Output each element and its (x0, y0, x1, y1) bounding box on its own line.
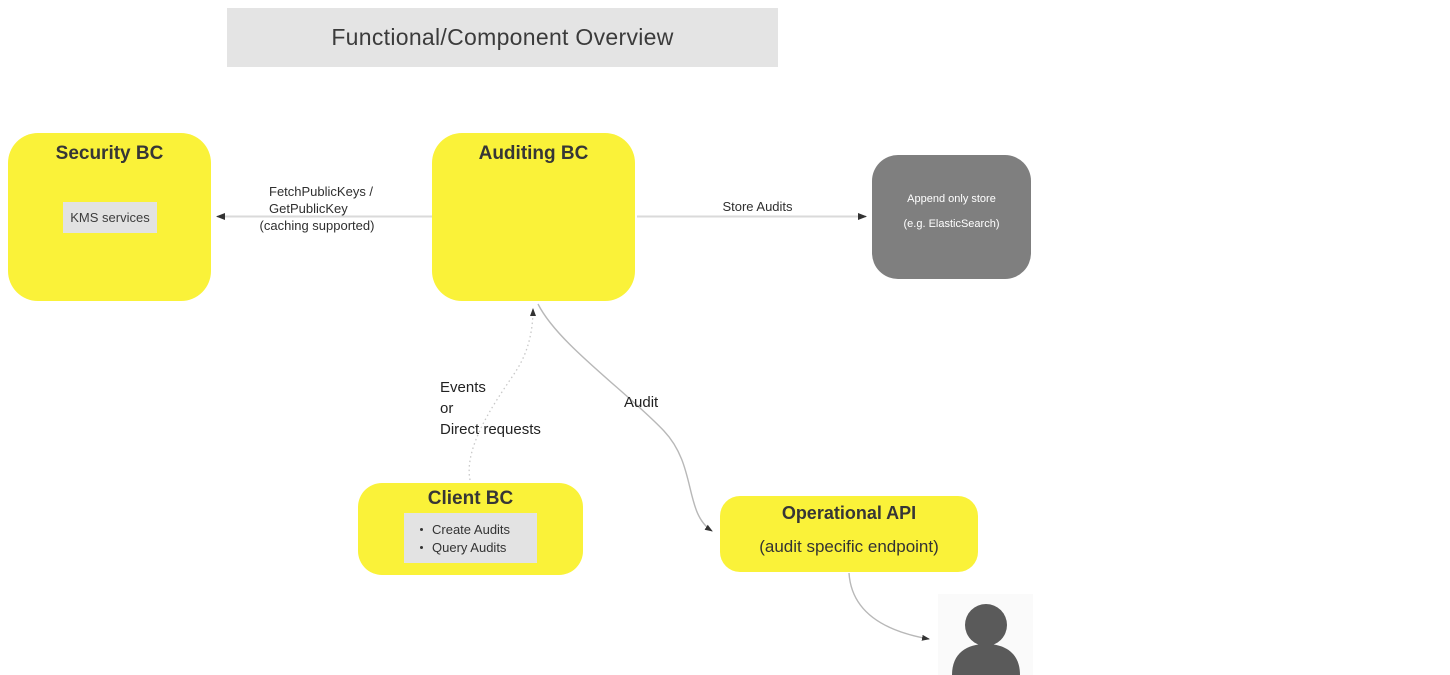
append-store-line1: Append only store (907, 193, 996, 205)
user-node[interactable] (938, 594, 1033, 675)
node-operational-api[interactable]: Operational API (audit specific endpoint… (720, 496, 978, 572)
bullet-icon (420, 527, 423, 531)
diagram-title-text: Functional/Component Overview (331, 24, 674, 50)
node-append-only-store[interactable]: Append only store (e.g. ElasticSearch) (872, 155, 1031, 279)
node-security-bc[interactable]: Security BC KMS services (8, 133, 211, 301)
audit-label: Audit (624, 394, 659, 411)
list-item-label: Query Audits (432, 539, 507, 555)
fetch-public-keys-label-line1: FetchPublicKeys / (269, 184, 374, 199)
connector-api-to-user[interactable] (848, 572, 930, 641)
diagram-title: Functional/Component Overview (227, 8, 778, 67)
list-item-label: Create Audits (432, 521, 511, 537)
list-item: Query Audits (404, 538, 537, 556)
events-label-line2: or (440, 400, 454, 417)
auditing-bc-title: Auditing BC (478, 143, 589, 164)
operational-api-title: Operational API (781, 503, 917, 523)
caching-supported-label: (caching supported) (259, 218, 375, 233)
list-item: Create Audits (404, 520, 537, 538)
security-bc-title: Security BC (55, 143, 164, 164)
node-client-bc[interactable]: Client BC Create Audits Query Audits (358, 483, 583, 575)
events-or-direct-requests-label: Events or Direct requests (440, 377, 541, 440)
fetch-public-keys-label: FetchPublicKeys / GetPublicKey (269, 183, 373, 217)
kms-services-label: KMS services (70, 210, 150, 225)
client-bc-panel[interactable]: Create Audits Query Audits (404, 513, 537, 563)
kms-services-chip[interactable]: KMS services (63, 202, 157, 233)
bullet-icon (420, 545, 423, 549)
fetch-public-keys-label-line2: GetPublicKey (269, 201, 348, 216)
operational-api-subtitle: (audit specific endpoint) (759, 537, 939, 556)
node-auditing-bc[interactable]: Auditing BC (432, 133, 635, 301)
client-bc-title: Client BC (427, 488, 514, 509)
store-audits-label: Store Audits (722, 199, 793, 214)
user-icon (952, 604, 1020, 675)
append-store-line2: (e.g. ElasticSearch) (903, 218, 1000, 230)
events-label-line1: Events (440, 379, 486, 396)
events-label-line3: Direct requests (440, 421, 541, 438)
